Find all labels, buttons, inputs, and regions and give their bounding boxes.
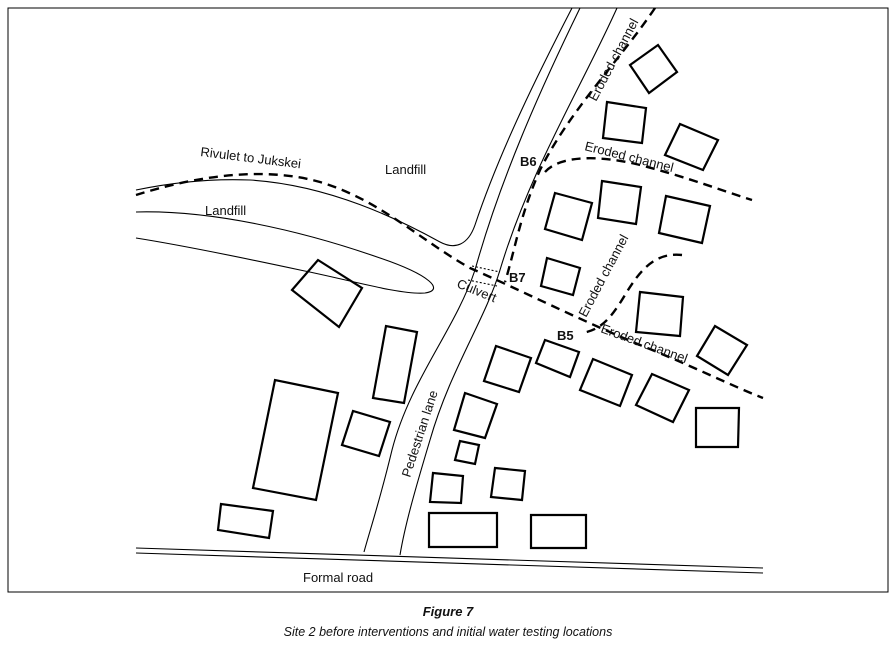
formal-road-edge-1	[135, 547, 764, 569]
building	[543, 191, 594, 242]
building	[578, 357, 634, 408]
sample-point-b7: B7	[509, 270, 526, 285]
eroded-channel-label-3: Eroded channel	[575, 232, 631, 320]
eroded-channel-line-2	[544, 157, 753, 202]
eroded-channel-label-4: Eroded channel	[599, 321, 690, 366]
site-map: Rivulet to Jukskei Landfill Landfill Ero…	[7, 7, 889, 593]
landfill-boundary-upper	[135, 7, 573, 247]
building	[657, 194, 712, 245]
culvert-label: Culvert	[455, 276, 499, 305]
figure-number: Figure 7	[422, 604, 474, 619]
building	[340, 409, 392, 458]
building	[694, 406, 741, 449]
eroded-channel-line-1	[503, 7, 656, 283]
building	[216, 502, 275, 540]
building	[428, 471, 465, 505]
pedestrian-lane-left-edge	[363, 7, 581, 553]
building	[489, 466, 527, 502]
building	[601, 100, 648, 145]
building	[539, 256, 582, 297]
building	[453, 439, 481, 466]
sample-point-b6: B6	[520, 154, 537, 169]
building	[663, 122, 720, 172]
building	[251, 378, 340, 502]
building	[371, 324, 419, 405]
building	[596, 179, 643, 226]
building	[452, 391, 499, 440]
building	[534, 338, 581, 379]
building	[427, 511, 499, 549]
eroded-channel-label-2: Eroded channel	[583, 138, 675, 175]
building	[628, 43, 679, 95]
landfill-boundary-lower	[135, 211, 435, 294]
building	[695, 324, 749, 377]
building	[634, 290, 685, 338]
building	[634, 372, 691, 424]
culvert	[467, 265, 501, 287]
buildings	[216, 43, 749, 550]
sample-point-b5: B5	[557, 328, 574, 343]
building	[482, 344, 533, 394]
formal-road-edge-2	[135, 552, 764, 574]
building	[290, 258, 364, 329]
map-frame	[7, 7, 889, 593]
building	[529, 513, 588, 550]
figure-caption: Site 2 before interventions and initial …	[283, 625, 613, 639]
rivulet-label: Rivulet to Jukskei	[200, 144, 302, 171]
eroded-channel-label-1: Eroded channel	[585, 16, 641, 104]
rivulet-line	[135, 172, 764, 400]
landfill-label-lower: Landfill	[205, 203, 246, 218]
eroded-channel-line-3	[581, 253, 683, 335]
landfill-label-upper: Landfill	[385, 162, 426, 177]
formal-road-label: Formal road	[303, 570, 373, 585]
pedestrian-lane-right-edge	[399, 7, 618, 556]
